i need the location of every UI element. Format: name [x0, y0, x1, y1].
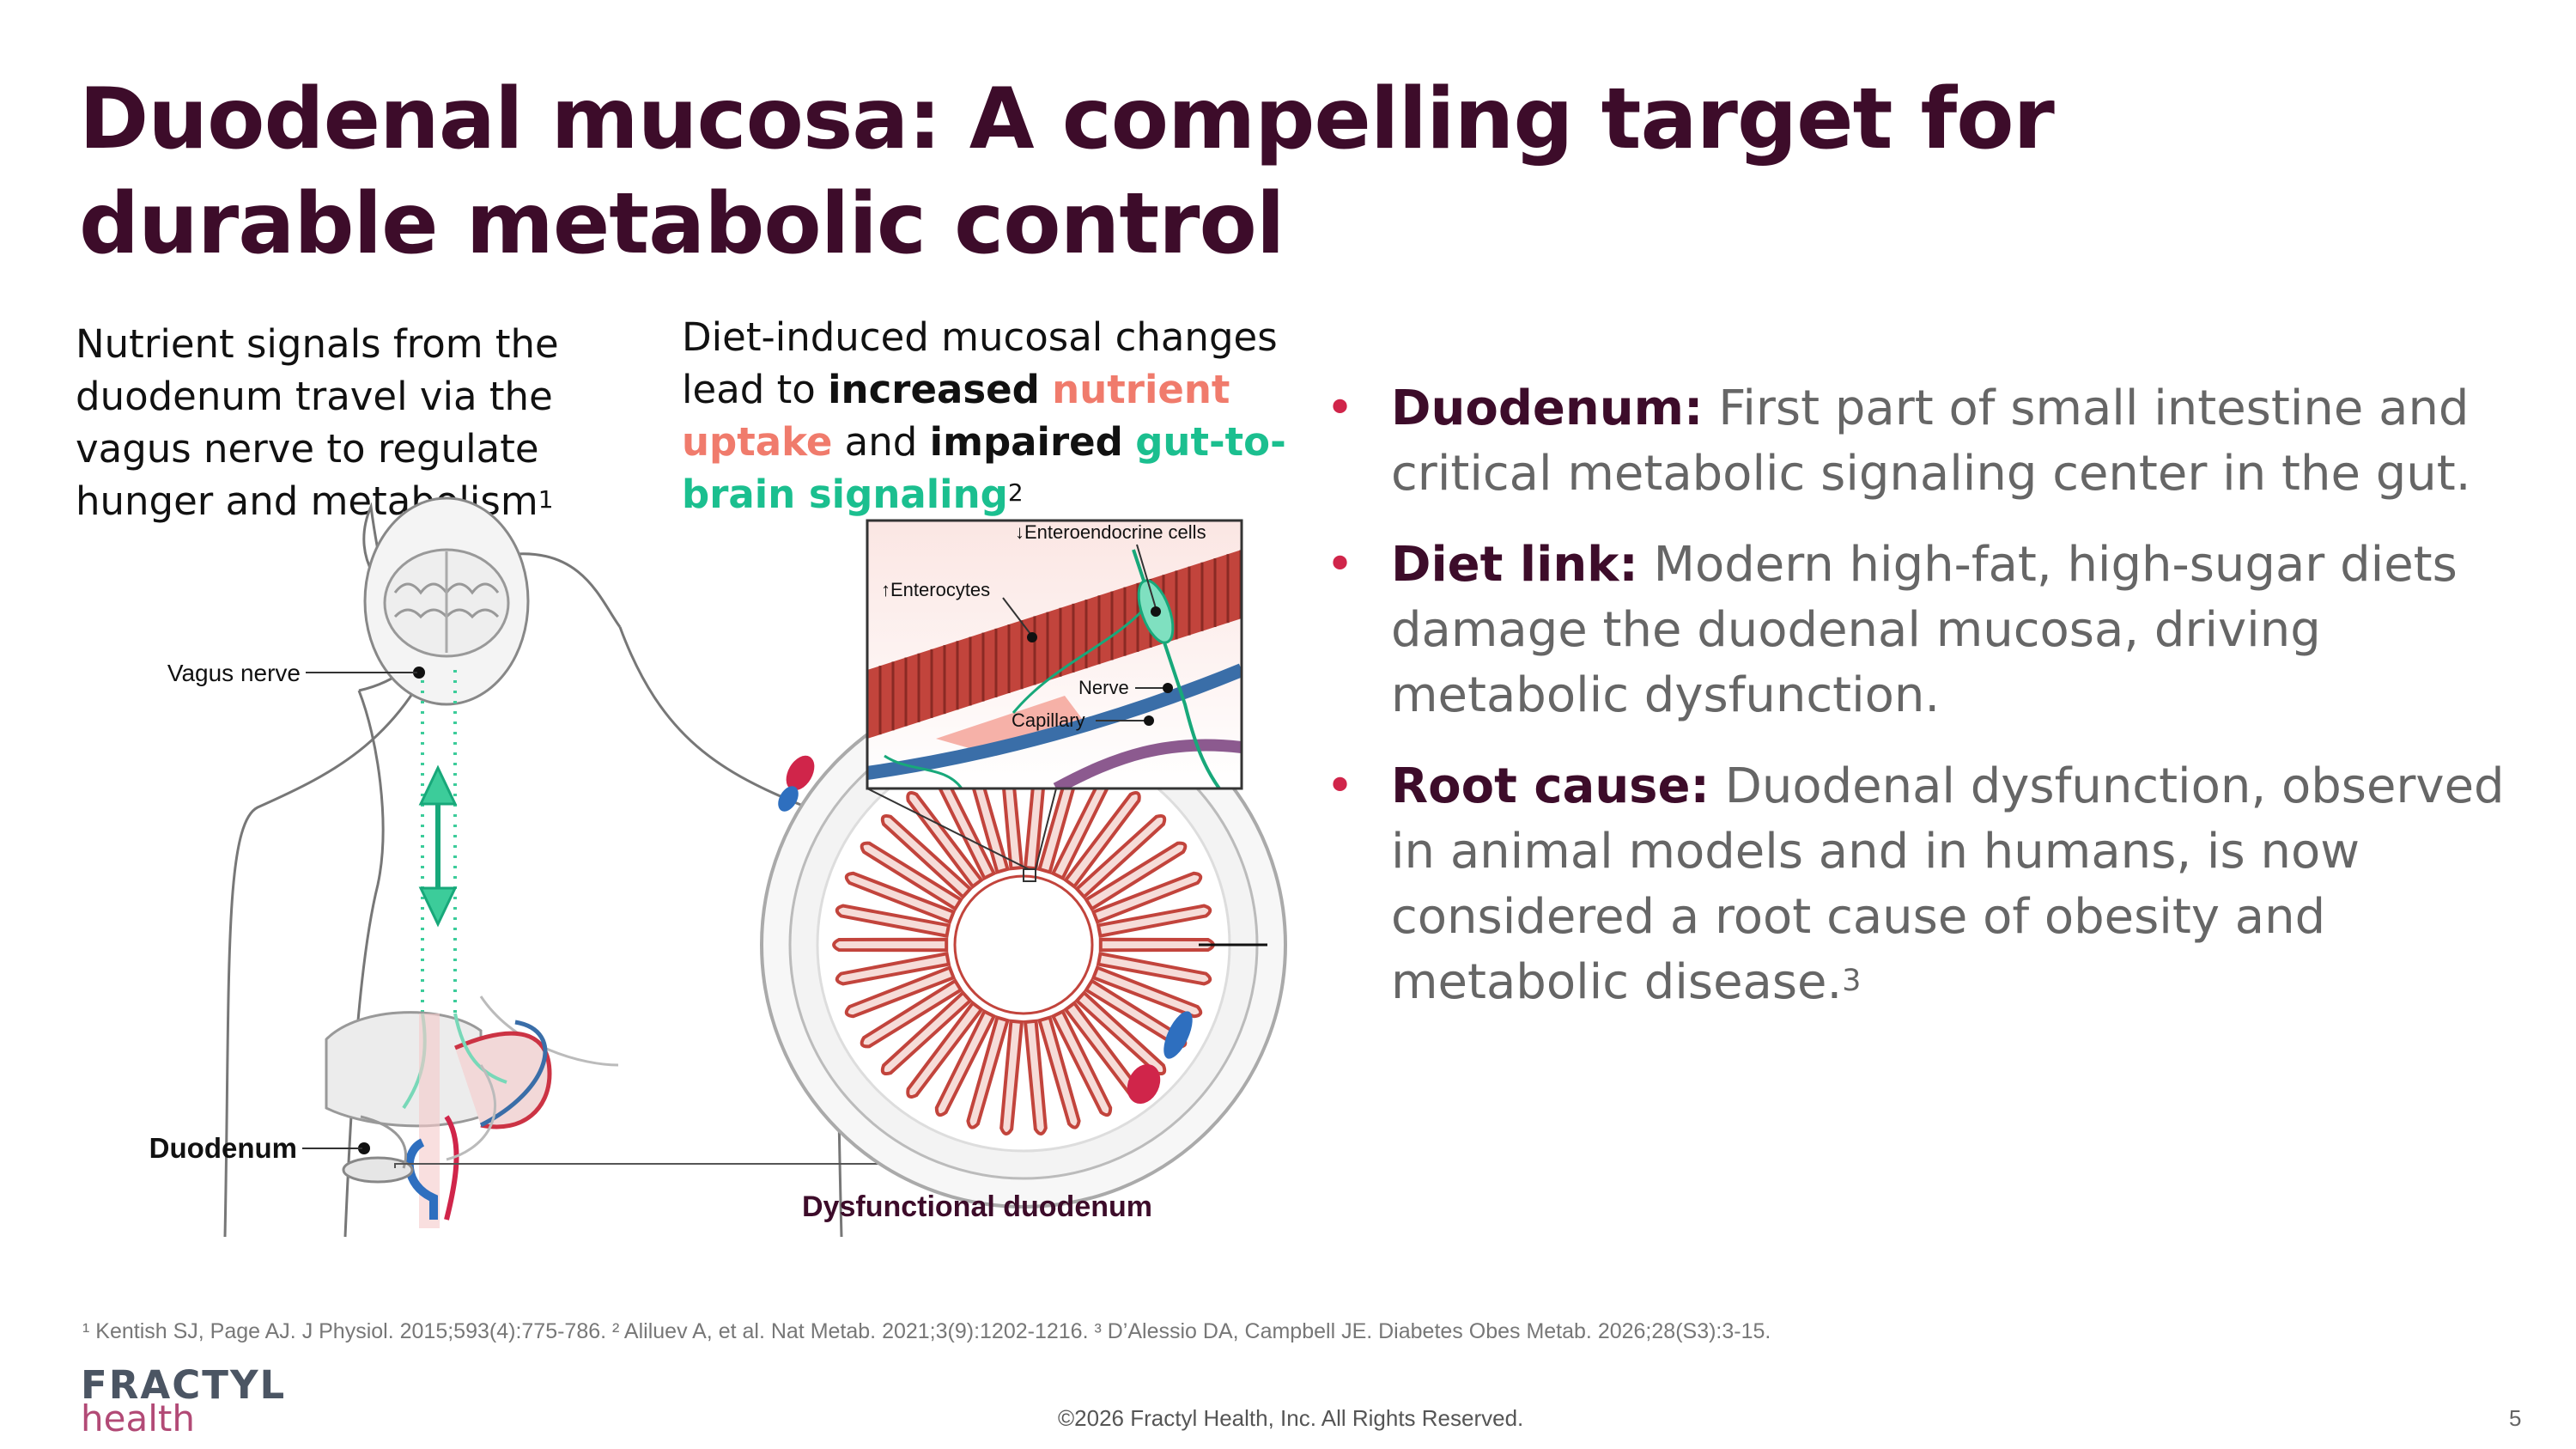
enteroendocrine-label: ↓Enteroendocrine cells [1015, 521, 1206, 543]
villus-fold [860, 841, 963, 911]
vagus-point [413, 667, 425, 679]
bullet-dot-icon: • [1326, 537, 1355, 593]
villus-fold [1096, 904, 1212, 939]
duodenum-point [358, 1142, 370, 1154]
bullet-text: Modern high-fat, high-sugar diets damage… [1391, 537, 2458, 723]
bullet-dot-icon: • [1326, 381, 1355, 436]
villus-fold [844, 871, 957, 925]
vagus-nerve-label: Vagus nerve [167, 660, 301, 686]
middle-description: Diet-induced mucosal changes lead to inc… [682, 311, 1300, 521]
bullet-item: • Root cause: Duodenal dysfunction, obser… [1322, 754, 2524, 1015]
bullet-text: Duodenal dysfunction, observed in animal… [1391, 758, 2505, 1010]
villus-fold [906, 791, 984, 889]
villus-fold [1023, 1019, 1048, 1135]
duodenum-cross-section [760, 681, 1287, 1209]
villus-fold [1063, 791, 1141, 889]
villus-fold [1084, 841, 1188, 911]
villus-fold [1074, 813, 1167, 899]
copyright-notice: ©2026 Fractyl Health, Inc. All Rights Re… [1058, 1405, 1524, 1431]
enteroendocrine-leader [1136, 544, 1157, 609]
middle-text-teal: gut-to-brain signaling [682, 419, 1286, 517]
villus-fold [906, 1001, 984, 1099]
villus-fold [1091, 965, 1203, 1019]
villus-fold [835, 951, 951, 986]
middle-text-bold2: impaired [929, 419, 1123, 465]
bullet-item: • Duodenum: First part of small intestine… [1322, 376, 2524, 507]
enterocytes-label: ↑Enterocytes [881, 579, 990, 600]
mucosa-inset [866, 519, 1243, 790]
villus-fold [1096, 951, 1212, 986]
middle-text-part1: Diet-induced mucosal changes lead to [682, 314, 1278, 412]
enterocytes-point [1027, 632, 1037, 642]
brain-icon [363, 496, 530, 706]
inset-connector-right [1035, 788, 1057, 870]
gut-brain-arrow-icon [418, 764, 458, 928]
nerve-label: Nerve [1078, 677, 1129, 698]
page-title: Duodenal mucosa: A compelling target for… [79, 70, 2055, 273]
anatomy-illustration: Vagus nerve Duodenum [149, 496, 1287, 1238]
bullet-sup: 3 [1842, 964, 1862, 998]
villus-fold [1037, 1015, 1081, 1129]
villus-fold [832, 937, 949, 953]
villus-fold [999, 1019, 1024, 1135]
duodenum-label: Duodenum [149, 1132, 297, 1164]
capillary-label: Capillary [1012, 709, 1085, 731]
bullet-dot-icon: • [1326, 758, 1355, 814]
inset-connector-left [866, 788, 1030, 870]
middle-text-bold1: increased [828, 367, 1040, 412]
villus-fold [1050, 1008, 1113, 1117]
bullet-item: • Diet link: Modern high-fat, high-sugar … [1322, 533, 2524, 728]
nerve-point [1163, 683, 1173, 693]
human-silhouette [223, 502, 843, 1238]
villus-fold [966, 1015, 1010, 1129]
bullet-head: Diet link: [1391, 537, 1638, 593]
company-logo-subword: health [81, 1397, 195, 1440]
villus-fold [880, 813, 973, 899]
company-logo-wordmark: FRACTYL [81, 1362, 287, 1408]
bullet-head: Duodenum: [1391, 381, 1704, 436]
middle-footnote-ref: 2 [1007, 478, 1024, 507]
key-points-list: • Duodenum: First part of small intestine… [1322, 376, 2524, 1041]
villus-fold [835, 904, 951, 939]
footnote-references: ¹ Kentish SJ, Page AJ. J Physiol. 2015;5… [82, 1319, 1771, 1343]
bullet-head: Root cause: [1391, 758, 1710, 814]
middle-text-salmon: nutrient uptake [682, 367, 1230, 465]
dysfunctional-duodenum-label: Dysfunctional duodenum [802, 1190, 1152, 1223]
page-number: 5 [2509, 1405, 2522, 1431]
villus-fold [934, 1008, 997, 1117]
villus-fold [1091, 871, 1203, 925]
villus-fold [1098, 937, 1215, 953]
villus-fold [880, 990, 973, 1076]
bullet-text: First part of small intestine and critic… [1391, 381, 2471, 502]
enteroendocrine-point [1151, 606, 1161, 617]
left-footnote-ref: 1 [538, 485, 554, 514]
villus-fold [860, 978, 963, 1049]
enterocytes-leader [1002, 597, 1031, 635]
capillary-point [1144, 715, 1154, 726]
villus-fold [844, 965, 957, 1019]
digestive-organs [325, 1011, 552, 1228]
middle-text-part2: and [832, 419, 930, 465]
